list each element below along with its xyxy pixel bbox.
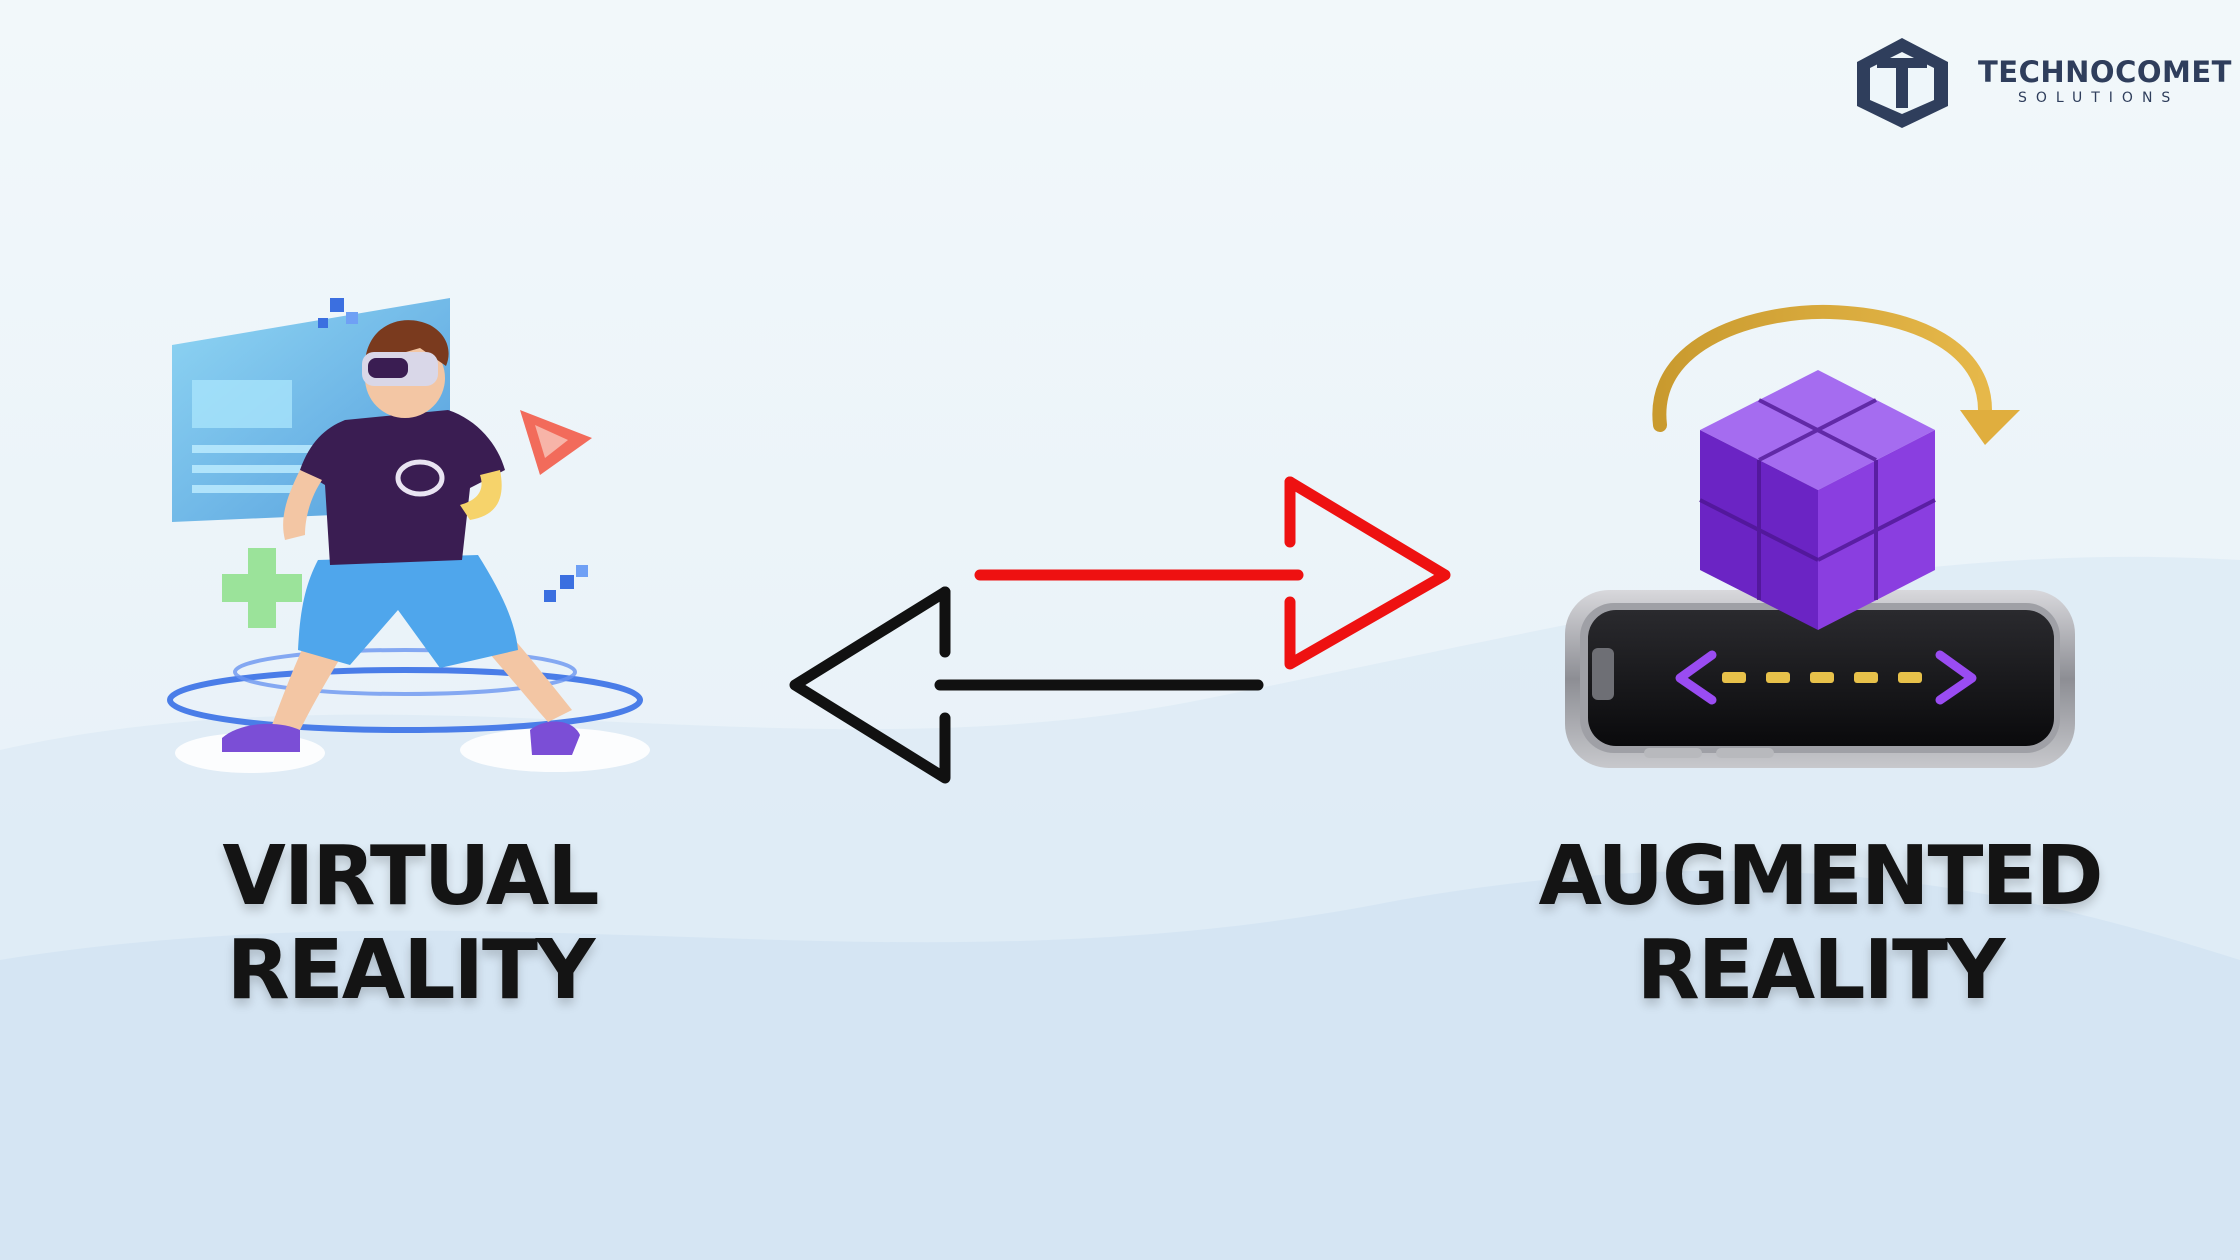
arrow-right-red	[974, 476, 1451, 670]
technocomet-logo-icon	[1857, 38, 1948, 128]
vr-label-line1: VIRTUAL	[222, 829, 599, 924]
vr-label-line2: REALITY	[226, 923, 596, 1018]
virtual-reality-label: VIRTUAL REALITY	[130, 830, 690, 1018]
brand-tagline: SOLUTIONS	[2018, 90, 2180, 106]
ar-label-line2: REALITY	[1636, 923, 2006, 1018]
ar-label-line1: AUGMENTED	[1538, 829, 2103, 924]
arrow-left-black	[789, 586, 1264, 784]
brand-name: TECHNOCOMET	[1978, 55, 2232, 89]
augmented-reality-label: AUGMENTED REALITY	[1520, 830, 2120, 1018]
ar-cube-on-phone-illustration	[1565, 304, 2075, 768]
vr-headset-person-illustration	[167, 298, 650, 773]
